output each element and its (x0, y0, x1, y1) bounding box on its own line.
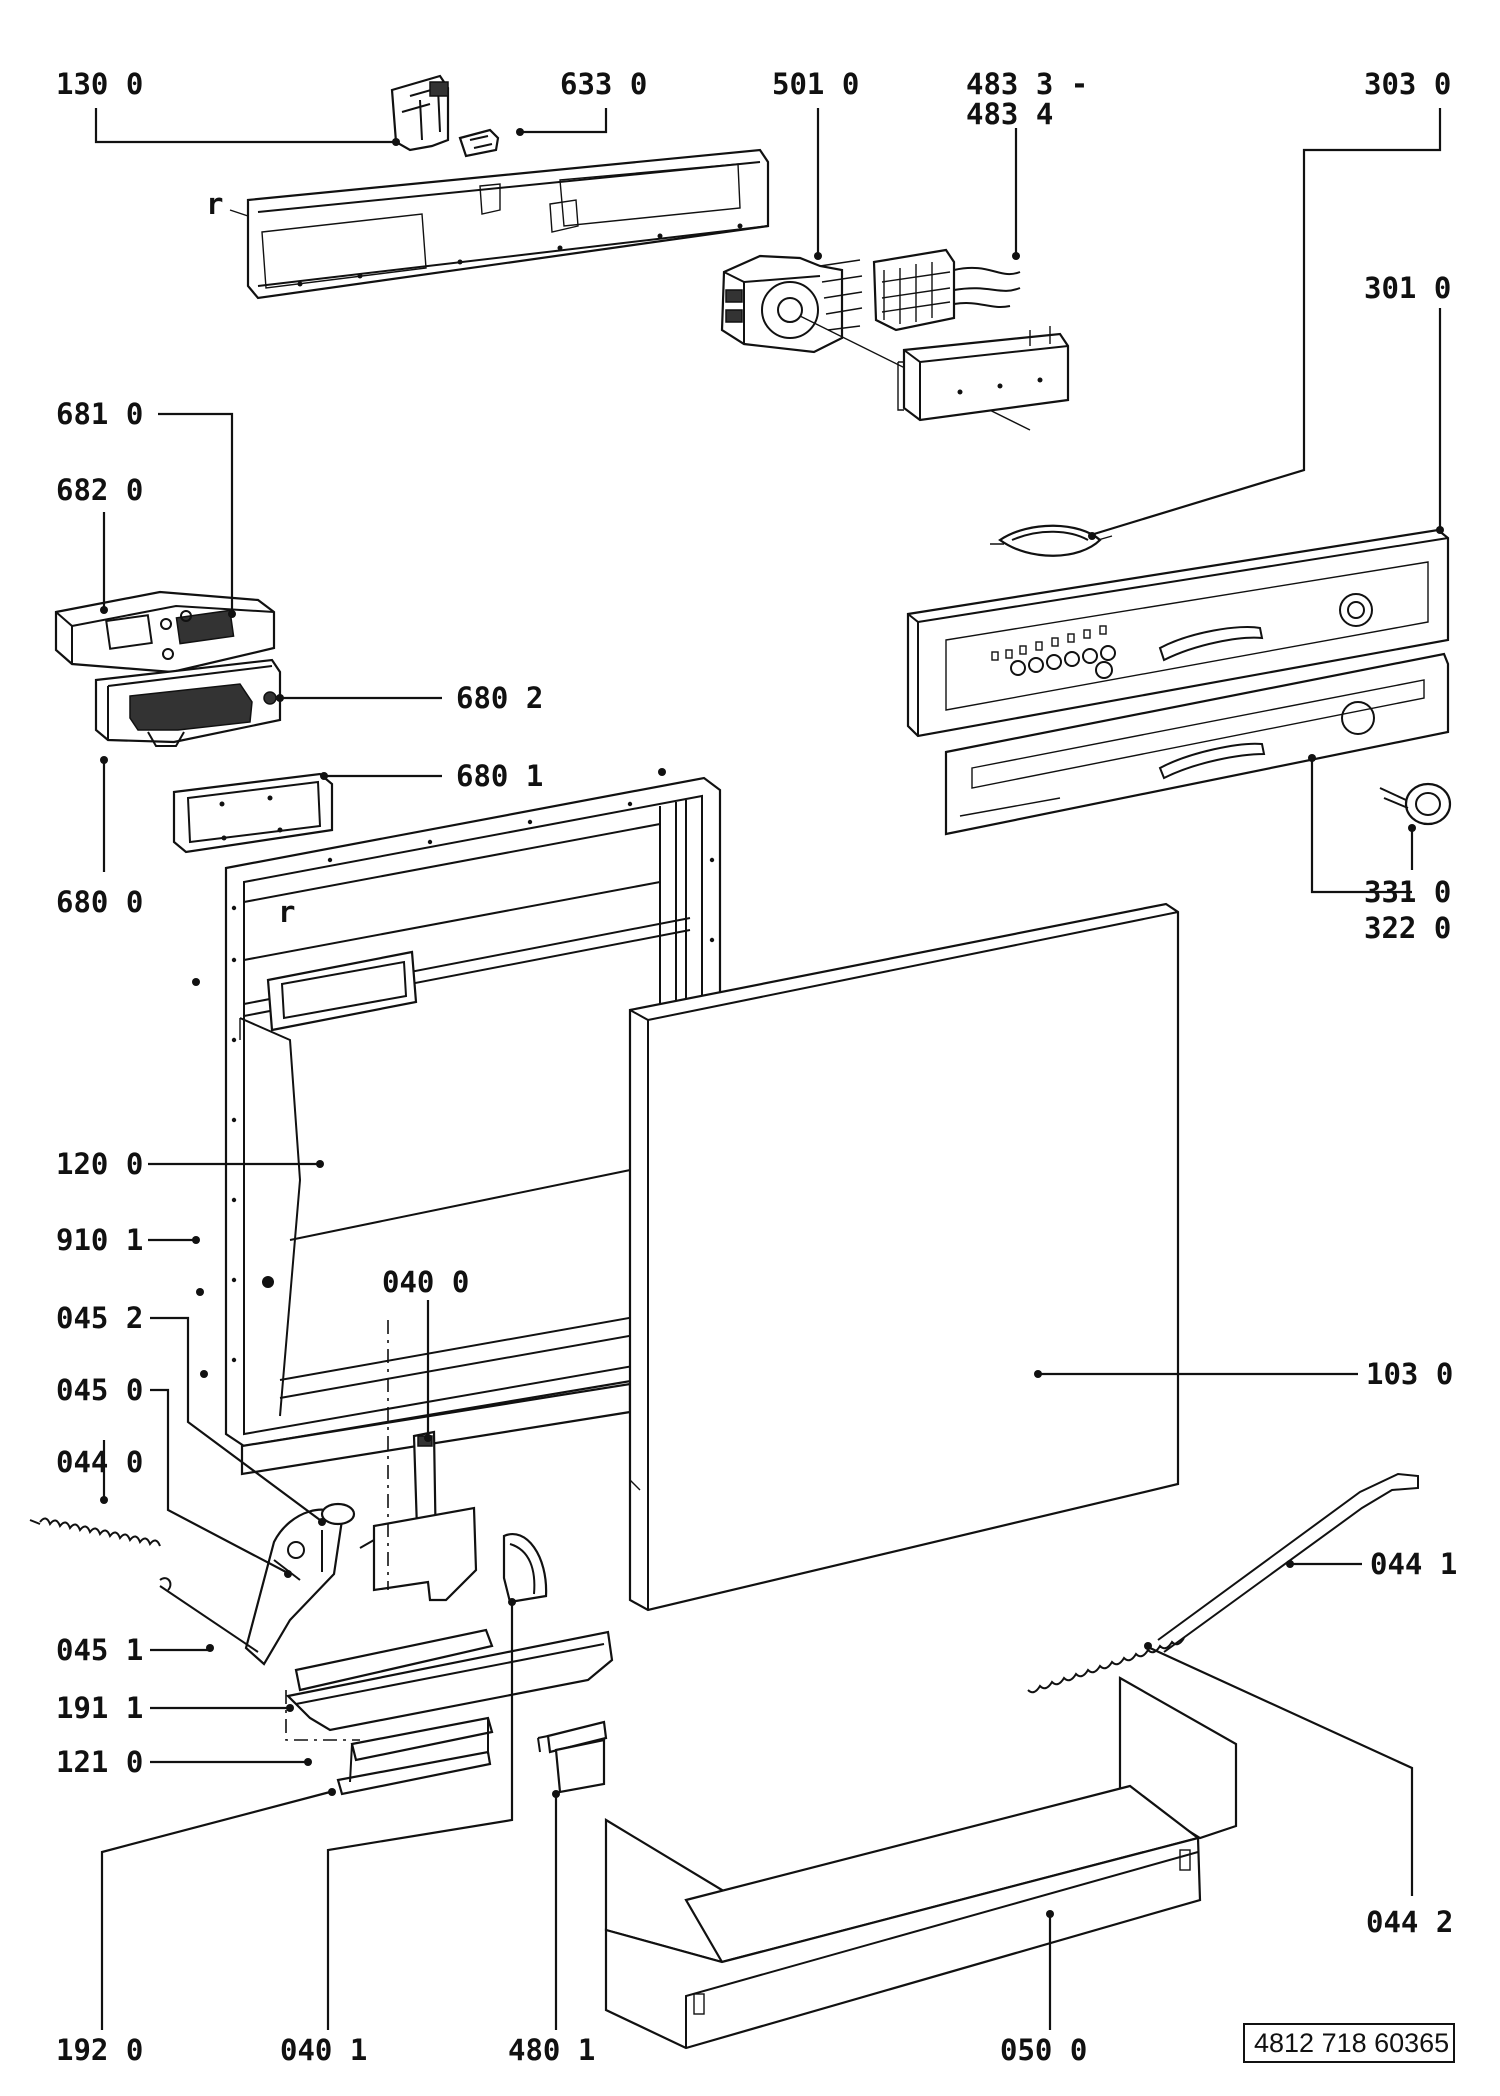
part-322-facia-panel (944, 652, 1450, 836)
label-680-1: 680 1 (456, 759, 543, 793)
label-483-3: 483 3 - (966, 67, 1088, 101)
label-050-0: 050 0 (1000, 2033, 1087, 2067)
part-labels: 130 0 633 0 501 0 483 3 - 483 4 303 0 30… (56, 67, 1457, 2067)
label-044-2: 044 2 (1366, 1905, 1453, 1939)
label-633-0: 633 0 (560, 67, 647, 101)
leader-lines (94, 108, 1444, 2030)
frame-mark-r-top: r (206, 187, 223, 221)
part-331-knob (1379, 782, 1452, 826)
part-480-switch (537, 1720, 608, 1794)
label-301-0: 301 0 (1364, 271, 1451, 305)
label-045-0: 045 0 (56, 1373, 143, 1407)
part-303-control-panel (906, 528, 1450, 738)
label-910-1: 910 1 (56, 1223, 143, 1257)
part-633-clip (458, 128, 500, 158)
label-120-0: 120 0 (56, 1147, 143, 1181)
part-relay-box (897, 326, 1070, 422)
label-121-0: 121 0 (56, 1745, 143, 1779)
part-050-kick-plate (604, 1676, 1238, 2050)
button-row (991, 625, 1116, 679)
label-680-0: 680 0 (56, 885, 143, 919)
label-501-0: 501 0 (772, 67, 859, 101)
document-number-box: 4812 718 60365 (1243, 2023, 1455, 2063)
label-483-4: 483 4 (966, 97, 1053, 131)
part-191-121-hinge-base (285, 1628, 614, 1796)
part-040-1-hinge-cover (502, 1533, 548, 1604)
label-480-1: 480 1 (508, 2033, 595, 2067)
part-045-hinge-arm (244, 1320, 389, 1666)
part-044-spring-left (29, 1517, 259, 1653)
label-192-0: 192 0 (56, 2033, 143, 2067)
part-501-program-timer (720, 254, 1031, 431)
label-040-0: 040 0 (382, 1265, 469, 1299)
label-044-0: 044 0 (56, 1445, 143, 1479)
part-483-connector (872, 248, 1021, 332)
document-number: 4812 718 60365 (1254, 2028, 1449, 2058)
label-103-0: 103 0 (1366, 1357, 1453, 1391)
part-680-1-gasket (172, 772, 334, 854)
label-130-0: 130 0 (56, 67, 143, 101)
part-681-682-dispenser (54, 590, 276, 674)
part-680-dispenser-body (94, 658, 282, 747)
part-130-switch-bracket (390, 74, 450, 152)
part-301-cover (990, 524, 1113, 557)
label-680-2: 680 2 (456, 681, 543, 715)
part-103-door-panel (628, 902, 1180, 1612)
label-040-1: 040 1 (280, 2033, 367, 2067)
label-331-0: 331 0 (1364, 875, 1451, 909)
label-322-0: 322 0 (1364, 911, 1451, 945)
label-682-0: 682 0 (56, 473, 143, 507)
label-191-1: 191 1 (56, 1691, 143, 1725)
label-303-0: 303 0 (1364, 67, 1451, 101)
label-681-0: 681 0 (56, 397, 143, 431)
label-044-1: 044 1 (1370, 1547, 1457, 1581)
label-045-1: 045 1 (56, 1633, 143, 1667)
part-top-control-rail (229, 148, 770, 300)
frame-mark-r-mid: r (278, 895, 295, 929)
part-044-spring-rod-right (1027, 1472, 1419, 1694)
part-040-hinge-bracket (359, 1430, 478, 1602)
part-120-inner-door-frame (224, 776, 722, 1476)
label-045-2: 045 2 (56, 1301, 143, 1335)
